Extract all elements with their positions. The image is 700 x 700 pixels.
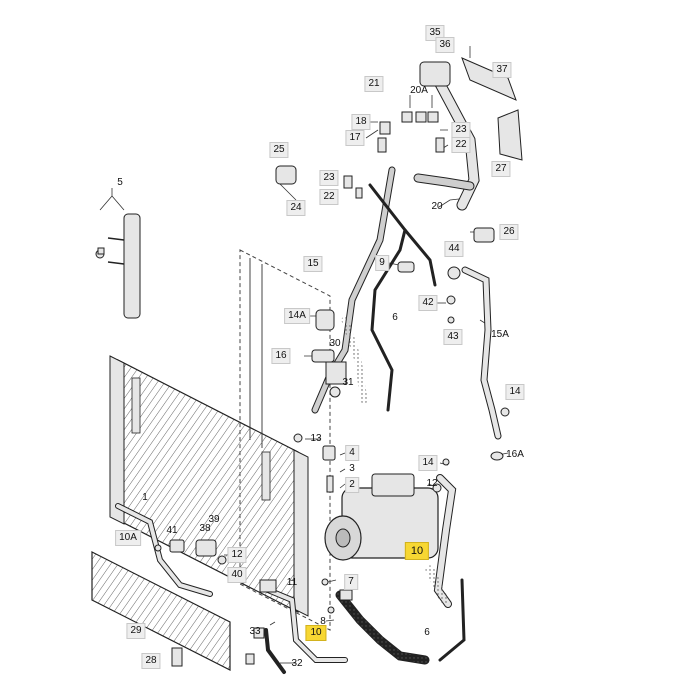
label-part-28: 28: [141, 653, 161, 669]
label-part-22-right: 22: [451, 137, 471, 153]
label-part-41: 41: [166, 525, 178, 536]
label-part-33: 33: [249, 626, 261, 637]
line-15: [368, 183, 407, 412]
label-part-36: 36: [435, 37, 455, 53]
label-part-20A: 20A: [410, 85, 428, 96]
fittings: [97, 61, 510, 667]
label-part-6-upper: 6: [392, 312, 398, 323]
grille: [91, 551, 231, 671]
label-part-43: 43: [443, 329, 463, 345]
label-part-44: 44: [444, 241, 464, 257]
label-part-31: 31: [342, 377, 354, 388]
label-part-3: 3: [349, 463, 355, 474]
label-part-30: 30: [329, 338, 341, 349]
line-32: [264, 628, 286, 674]
label-part-15A: 15A: [491, 329, 509, 340]
label-part-32: 32: [291, 658, 303, 669]
label-part-23-left: 23: [319, 170, 339, 186]
label-part-40: 40: [227, 567, 247, 583]
label-part-16A: 16A: [506, 449, 524, 460]
label-part-10-lower: 10: [305, 625, 327, 641]
label-part-21: 21: [364, 76, 384, 92]
label-part-9: 9: [375, 255, 389, 271]
label-part-26: 26: [499, 224, 519, 240]
label-part-12-right: 12: [426, 478, 438, 489]
label-part-24: 24: [286, 200, 306, 216]
label-part-13: 13: [310, 433, 322, 444]
label-part-12: 12: [227, 547, 247, 563]
label-part-39: 39: [208, 514, 220, 525]
label-part-29: 29: [126, 623, 146, 639]
label-part-20: 20: [431, 201, 443, 212]
label-part-1: 1: [142, 492, 148, 503]
brackets: [461, 57, 523, 161]
label-part-42: 42: [418, 295, 438, 311]
label-part-5: 5: [117, 177, 123, 188]
label-part-7: 7: [344, 574, 358, 590]
label-part-6-lower: 6: [424, 627, 430, 638]
label-part-14A: 14A: [284, 308, 310, 324]
label-part-11: 11: [286, 577, 298, 588]
label-part-17: 17: [345, 130, 365, 146]
label-part-4: 4: [345, 445, 359, 461]
label-part-18: 18: [351, 114, 371, 130]
label-part-27: 27: [491, 161, 511, 177]
label-part-15: 15: [303, 256, 323, 272]
label-part-23-right: 23: [451, 122, 471, 138]
hose-10-lower: [335, 590, 430, 665]
label-part-38: 38: [199, 523, 211, 534]
label-part-14-lower: 14: [418, 455, 438, 471]
label-part-10-upper: 10: [404, 542, 430, 560]
label-part-25: 25: [269, 142, 289, 158]
receiver-drier: [95, 213, 141, 319]
label-part-10A: 10A: [115, 530, 141, 546]
condenser: [109, 355, 309, 617]
label-part-16: 16: [271, 348, 291, 364]
label-part-14: 14: [505, 384, 525, 400]
compressor: [324, 473, 439, 561]
label-part-37: 37: [492, 62, 512, 78]
label-part-8: 8: [320, 616, 326, 627]
label-part-2: 2: [345, 477, 359, 493]
label-part-22-left: 22: [319, 189, 339, 205]
